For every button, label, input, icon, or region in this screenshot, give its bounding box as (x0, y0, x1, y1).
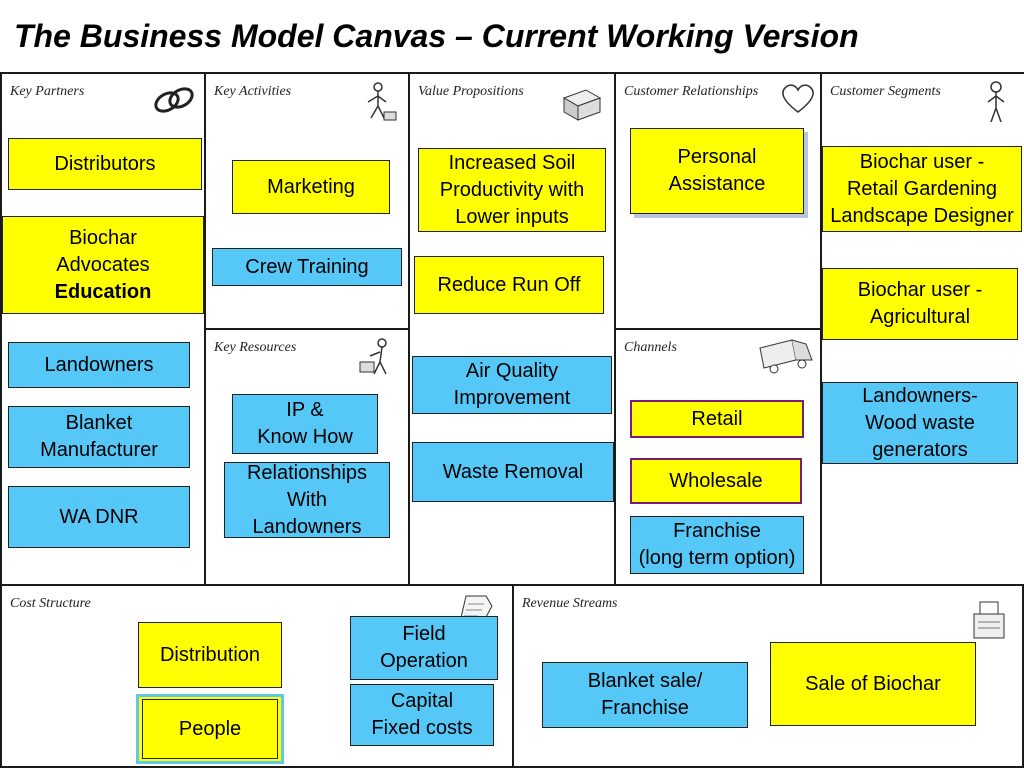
truck-icon (759, 339, 813, 374)
note-field-operation: Field Operation (350, 616, 498, 680)
note-increased-soil: Increased Soil Productivity with Lower i… (418, 148, 606, 232)
note-biochar-retail: Biochar user - Retail Gardening Landscap… (822, 146, 1022, 232)
note-air-quality: Air Quality Improvement (412, 356, 612, 414)
note-biochar-advocates: Biochar Advocates Education (2, 216, 204, 314)
note-ip-know-how: IP & Know How (232, 394, 378, 454)
note-marketing: Marketing (232, 160, 390, 214)
note-capital-fixed: Capital Fixed costs (350, 684, 494, 746)
section-label: Channels (624, 340, 677, 355)
section-label: Cost Structure (10, 596, 91, 611)
note-franchise: Franchise (long term option) (630, 516, 804, 574)
note-people: People (136, 694, 284, 764)
note-blanket-sale: Blanket sale/ Franchise (542, 662, 748, 728)
worker-cart-icon (359, 338, 387, 375)
cash-register-icon (973, 601, 1005, 639)
section-label: Key Resources (214, 340, 297, 355)
note-landowners: Landowners (8, 342, 190, 388)
person-icon (987, 81, 1005, 123)
note-reduce-run-off: Reduce Run Off (414, 256, 604, 314)
section-key-resources: Key Resources (204, 328, 410, 586)
note-personal-assistance: Personal Assistance (630, 128, 804, 214)
note-relationships-landowners: Relationships With Landowners (224, 462, 390, 538)
section-label: Key Partners (10, 84, 85, 99)
note-retail: Retail (630, 400, 804, 438)
section-label: Key Activities (214, 84, 292, 99)
note-crew-training: Crew Training (212, 248, 402, 286)
note-sale-biochar: Sale of Biochar (770, 642, 976, 726)
page-title: The Business Model Canvas – Current Work… (14, 18, 859, 54)
section-label: Customer Segments (830, 84, 941, 99)
note-education-text: Education (54, 280, 152, 303)
section-label: Customer Relationships (624, 84, 759, 99)
note-biochar-agricultural: Biochar user - Agricultural (822, 268, 1018, 340)
note-people-inner: People (142, 699, 278, 759)
note-distribution: Distribution (138, 622, 282, 688)
chain-link-icon (154, 87, 194, 113)
section-label: Revenue Streams (522, 596, 618, 611)
heart-icon (782, 84, 814, 113)
note-wholesale: Wholesale (630, 458, 802, 504)
section-label: Value Propositions (418, 84, 524, 99)
note-biochar-advocates-text: Biochar Advocates (56, 226, 150, 276)
note-distributors: Distributors (8, 138, 202, 190)
note-blanket-manufacturer: Blanket Manufacturer (8, 406, 190, 468)
note-wa-dnr: WA DNR (8, 486, 190, 548)
worker-icon (367, 82, 397, 121)
note-waste-removal: Waste Removal (412, 442, 614, 502)
note-landowners-wood: Landowners- Wood waste generators (822, 382, 1018, 464)
gift-box-icon (562, 89, 602, 121)
